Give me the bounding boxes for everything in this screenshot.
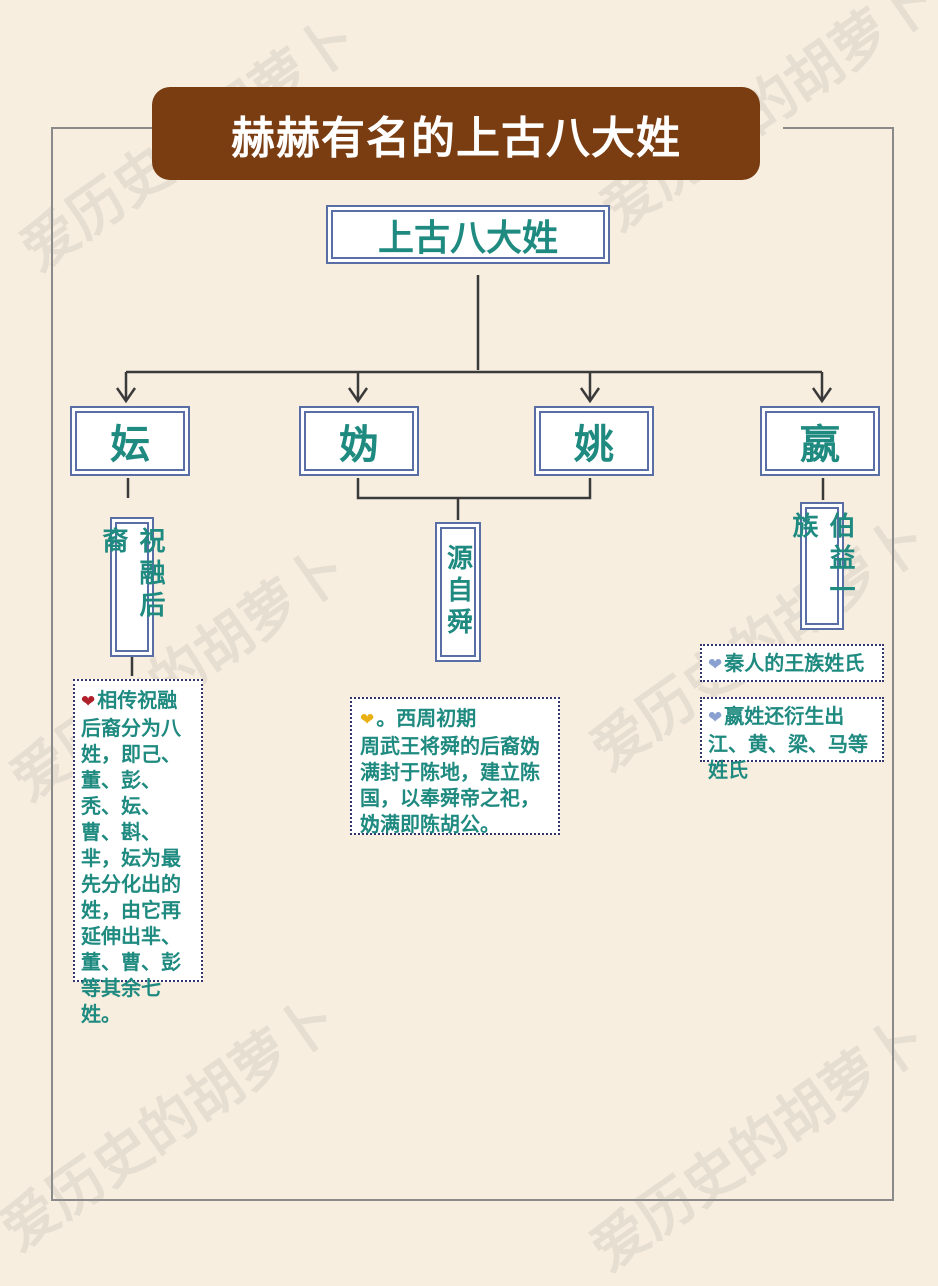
note-gui: ❤。西周初期 周武王将舜的后裔妫满封于陈地，建立陈国，以奉舜帝之祀，妫满即陈胡公…	[350, 697, 560, 836]
note-gui-text: 周武王将舜的后裔妫满封于陈地，建立陈国，以奉舜帝之祀，妫满即陈胡公。	[360, 734, 540, 836]
origin-node-yun: 祝融后裔	[98, 517, 165, 657]
arrow-ying	[811, 372, 833, 404]
note-ying-1: ❤秦人的王族姓氏	[700, 644, 884, 682]
heart-icon: ❤	[81, 692, 96, 712]
banner-title: 赫赫有名的上古八大姓	[152, 87, 760, 180]
connector-lines	[51, 127, 894, 1201]
heart-icon: ❤	[708, 708, 723, 728]
origin-node-ying: 伯益一族	[788, 502, 855, 630]
note-ying-1-text: 秦人的王族姓氏	[724, 651, 865, 675]
note-ying-2: ❤嬴姓还衍生出江、黄、梁、马等姓氏	[700, 697, 884, 782]
arrow-yun	[115, 372, 137, 404]
note-yun-text: 相传祝融后裔分为八姓，即己、董、彭、秃、妘、曹、斟、芈，妘为最先分化出的姓，由它…	[81, 688, 181, 1026]
surname-node-yao: 姚	[534, 406, 654, 476]
link-guiyao-bracket	[356, 478, 592, 500]
arrow-gui	[347, 372, 369, 404]
main-node: 上古八大姓	[326, 205, 610, 264]
note-ying-2-text: 嬴姓还衍生出江、黄、梁、马等姓氏	[708, 704, 868, 782]
heart-icon: ❤	[360, 710, 375, 730]
surname-node-gui: 妫	[299, 406, 419, 476]
arrow-yao	[579, 372, 601, 404]
heart-icon: ❤	[708, 655, 723, 675]
surname-node-ying: 嬴	[760, 406, 880, 476]
note-yun: ❤相传祝融后裔分为八姓，即己、董、彭、秃、妘、曹、斟、芈，妘为最先分化出的姓，由…	[73, 679, 203, 1026]
origin-node-guiyao: 源自舜	[435, 522, 481, 662]
surname-node-yun: 妘	[70, 406, 190, 476]
outer-frame	[51, 127, 894, 1201]
note-gui-first-line: 。西周初期	[376, 706, 477, 730]
